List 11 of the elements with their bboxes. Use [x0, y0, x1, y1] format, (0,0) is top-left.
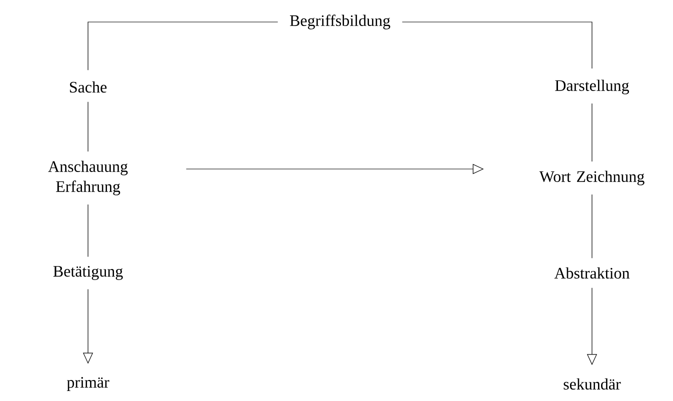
term-label: sekundär: [564, 378, 621, 390]
term-label: Begriffsbildung: [290, 14, 390, 30]
term-label: Betätigung: [53, 266, 123, 280]
connector-line: [88, 22, 278, 70]
term-label: Abstraktion: [554, 267, 630, 279]
term-label: Wort Zeichnung: [539, 170, 644, 186]
term-label: primär: [66, 377, 110, 391]
term-label: Darstellung: [555, 80, 630, 94]
term-label: Anschauung Erfahrung: [48, 160, 128, 196]
connector-line: [402, 22, 592, 69]
term-label: Sache: [70, 81, 107, 93]
